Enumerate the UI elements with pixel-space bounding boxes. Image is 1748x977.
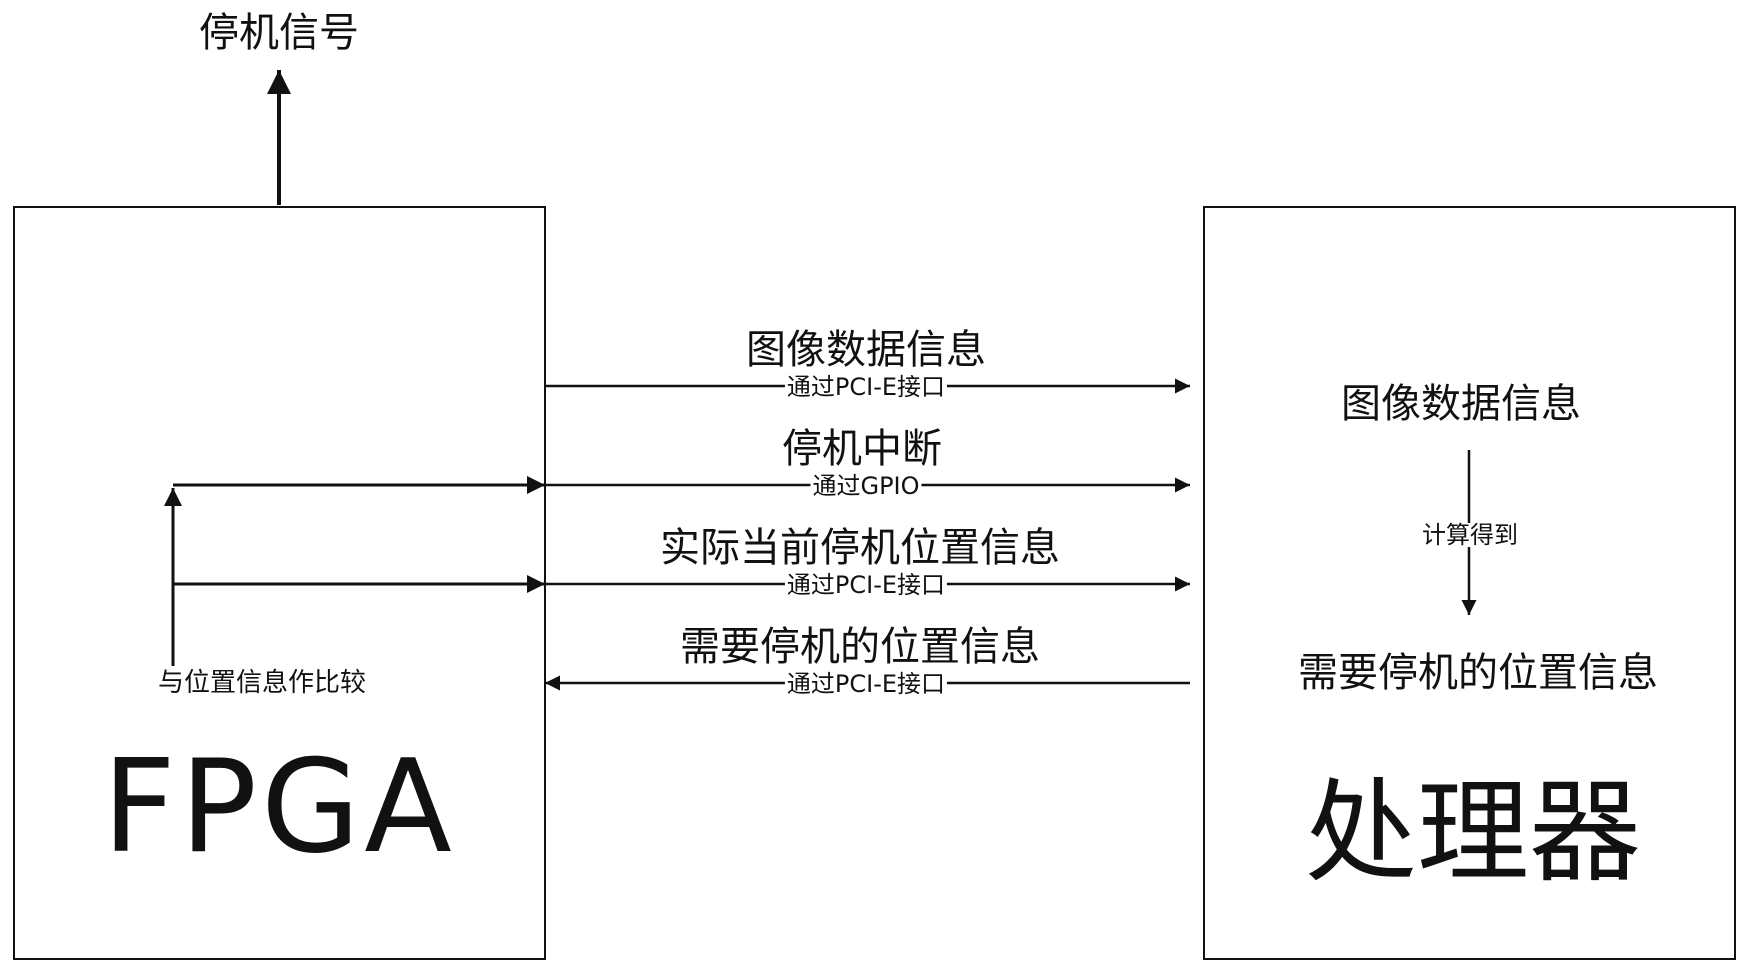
fpga-title: FPGA [102, 733, 456, 882]
image-data-label: 图像数据信息 [746, 327, 986, 373]
required-position-via-label: 通过PCI-E接口 [784, 670, 948, 698]
fpga-compare-label: 与位置信息作比较 [155, 668, 369, 698]
stop-interrupt-label: 停机中断 [782, 426, 942, 472]
processor-block [1203, 206, 1736, 960]
processor-step-label: 计算得到 [1420, 521, 1520, 549]
actual-position-label: 实际当前停机位置信息 [660, 525, 1060, 571]
processor-input-label: 图像数据信息 [1341, 381, 1581, 427]
processor-output-label: 需要停机的位置信息 [1298, 650, 1658, 696]
image-data-via-label: 通过PCI-E接口 [784, 373, 948, 401]
stop-signal-label: 停机信号 [199, 10, 359, 56]
actual-position-via-label: 通过PCI-E接口 [784, 571, 948, 599]
required-position-label: 需要停机的位置信息 [680, 624, 1040, 670]
processor-title: 处理器 [1305, 768, 1641, 898]
stop-interrupt-via-label: 通过GPIO [810, 472, 922, 500]
